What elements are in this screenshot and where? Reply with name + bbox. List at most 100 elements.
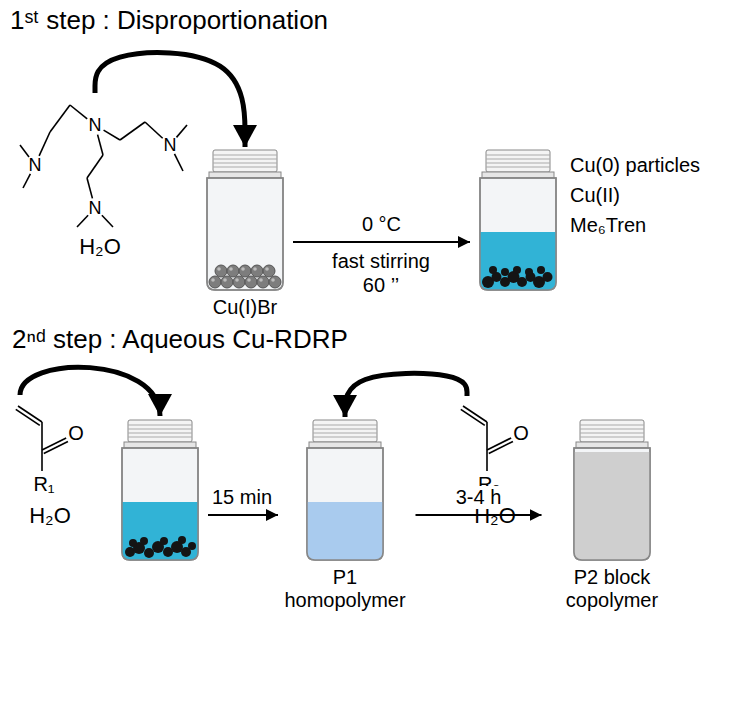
cap-thread: [128, 425, 192, 426]
edge-label: 3-4 h: [454, 486, 504, 509]
bond: [120, 122, 145, 140]
addition-arrow: [20, 367, 160, 416]
cap-thread: [313, 429, 377, 430]
cap-thread: [213, 159, 277, 160]
vial-neck: [576, 442, 648, 448]
vial-label: P2 block copolymer: [550, 566, 675, 612]
bond: [70, 105, 87, 119]
vial-cap: [313, 420, 377, 442]
cap-thread: [580, 437, 644, 438]
vial-body: [307, 448, 383, 560]
condition-label: 60 ’’: [361, 274, 401, 297]
vial-cap: [580, 420, 644, 442]
vial-drawing: [478, 150, 558, 290]
solvent-label: H₂O: [79, 234, 121, 259]
time-label: 15 min: [210, 486, 274, 509]
vial-body: [574, 448, 650, 560]
bond: [87, 178, 92, 198]
edge-label: 0 °C: [360, 213, 403, 236]
bond: [486, 450, 488, 471]
bond: [50, 105, 70, 132]
atom-label: N: [29, 155, 42, 176]
liquid: [480, 232, 556, 290]
atom-label: R₁: [33, 473, 54, 496]
reaction-arrow: [293, 241, 470, 243]
bond: [16, 409, 40, 425]
bond: [41, 422, 43, 450]
liquid: [574, 452, 650, 560]
copper-particles: [482, 266, 553, 288]
liquid: [307, 502, 383, 560]
vial: [122, 420, 198, 560]
vial: P1 homopolymer: [283, 420, 408, 614]
cap-thread: [313, 437, 377, 438]
vial-neck: [309, 442, 381, 448]
copper-bromide-beads: [209, 265, 281, 288]
vial-drawing: [305, 420, 385, 560]
vial-cap: [213, 150, 277, 172]
monomer-structure: R₁OH₂O: [10, 398, 105, 533]
vial: [574, 420, 650, 560]
vial-drawing: [205, 150, 285, 290]
atom-label: N: [164, 135, 177, 156]
bond: [20, 145, 29, 157]
copper-particles: [125, 536, 196, 558]
addition-arrow: [345, 373, 467, 417]
vial-body: [122, 448, 198, 560]
cap-thread: [580, 433, 644, 434]
vial-label: Cu(0) particles: [570, 154, 700, 177]
bond: [41, 450, 43, 471]
addition-arrow: [95, 53, 245, 147]
cap-thread: [213, 167, 277, 168]
atom-label: O: [513, 422, 529, 445]
cap-thread: [580, 425, 644, 426]
reaction-arrow: [208, 514, 278, 516]
bond: [39, 132, 50, 156]
bond: [145, 122, 163, 138]
vial-outline: [307, 448, 383, 560]
monomer-structure: R₂OH₂O: [455, 398, 550, 533]
bond: [486, 422, 488, 450]
vial-drawing: [572, 420, 652, 560]
ligand-structure: NNNNH₂O: [15, 95, 200, 267]
cap-thread: [313, 425, 377, 426]
cap-thread: [213, 155, 277, 156]
bond: [174, 154, 183, 171]
bond: [102, 215, 113, 227]
vial-body: [480, 178, 556, 290]
vial: P2 block copolymer: [550, 420, 675, 614]
vial: [307, 420, 383, 560]
cap-thread: [486, 155, 550, 156]
cap-thread: [486, 159, 550, 160]
vial-label: Cu(I)Br: [213, 296, 277, 319]
bond: [461, 409, 485, 425]
vial-neck: [124, 442, 196, 448]
solvent-label: H₂O: [29, 503, 71, 528]
atom-label: N: [89, 198, 102, 219]
bond: [104, 130, 120, 140]
bond: [176, 125, 187, 137]
vial-neck: [482, 172, 554, 178]
vial-body: [207, 178, 283, 290]
vial-label: Me₆Tren: [570, 214, 646, 237]
vial-neck: [209, 172, 281, 178]
vial-cap: [486, 150, 550, 172]
liquid: [122, 502, 198, 560]
cap-thread: [128, 429, 192, 430]
cap-thread: [580, 429, 644, 430]
vial: Cu(I)Br: [205, 150, 285, 321]
vial: [207, 150, 283, 290]
vial-outline: [122, 448, 198, 560]
vial-outline: [574, 448, 650, 560]
bond: [23, 174, 30, 188]
bond: [44, 441, 68, 453]
step-heading: 1ˢᵗ step : Disproportionation: [10, 6, 328, 36]
bond: [98, 135, 103, 155]
cap-thread: [128, 437, 192, 438]
bond: [489, 441, 513, 453]
cap-thread: [313, 433, 377, 434]
bond: [87, 155, 103, 178]
bond: [77, 215, 88, 227]
condition-label: fast stirring: [330, 250, 432, 273]
vial: [480, 150, 556, 290]
